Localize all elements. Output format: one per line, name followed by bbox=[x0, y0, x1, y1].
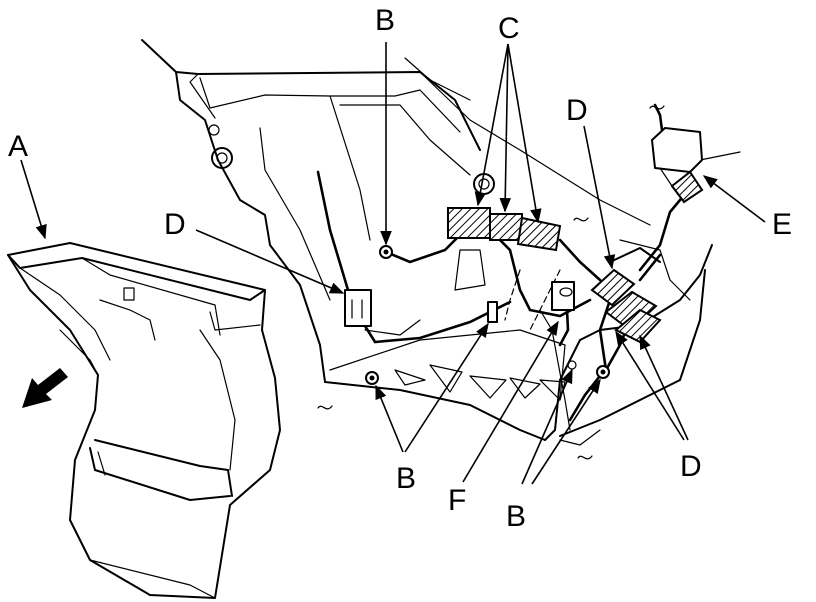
label-f: F bbox=[448, 484, 466, 517]
removal-direction-arrow-icon bbox=[22, 368, 68, 408]
connector-c3 bbox=[516, 216, 562, 252]
label-b-bottom-right: B bbox=[506, 500, 526, 533]
connector-d-left bbox=[344, 289, 372, 327]
label-b-top: B bbox=[375, 4, 395, 37]
break-marks bbox=[317, 105, 665, 460]
clip-b-group bbox=[365, 245, 610, 385]
label-d-right: D bbox=[680, 450, 702, 483]
connector-e bbox=[651, 127, 704, 204]
connector-f bbox=[487, 281, 575, 323]
label-a: A bbox=[8, 130, 28, 163]
label-b-bottom-left: B bbox=[396, 462, 416, 495]
label-e: E bbox=[772, 208, 792, 241]
label-d-top: D bbox=[566, 94, 588, 127]
leader-lines bbox=[20, 42, 766, 485]
connector-c1 bbox=[447, 207, 491, 239]
connector-c2 bbox=[489, 213, 523, 241]
connector-c-group bbox=[447, 207, 562, 252]
label-c: C bbox=[498, 12, 520, 45]
callout-labels: A B C D D E B F B D bbox=[8, 4, 792, 533]
label-d-left: D bbox=[164, 208, 186, 241]
connector-d-top bbox=[590, 268, 636, 307]
connector-d-right-group bbox=[590, 247, 662, 344]
air-duct-part-a bbox=[7, 242, 281, 599]
